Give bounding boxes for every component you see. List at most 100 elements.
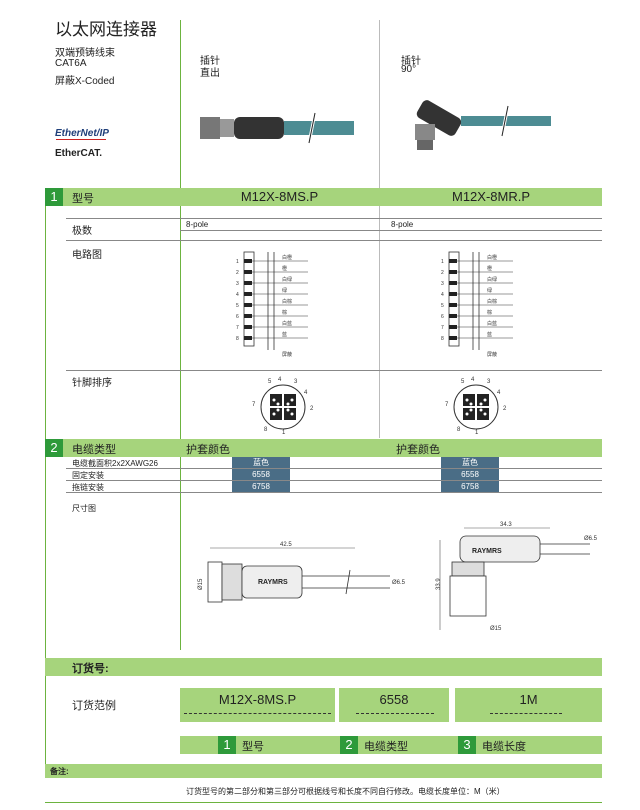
pin-mark [449, 270, 457, 274]
angled-height-dim: 33.9 [436, 578, 442, 590]
wire-label: 白棕 [282, 298, 292, 305]
col1-drag-value: 6758 [232, 481, 290, 492]
pin-number: 6 [236, 314, 239, 320]
pin-number: 7 [236, 325, 239, 331]
col1-color-value: 蓝色 [232, 457, 290, 468]
connector-body [243, 251, 255, 347]
wire-label: 蓝 [282, 331, 287, 338]
pin-mark [449, 314, 457, 318]
col2-type-1: 插针 [401, 56, 421, 67]
pinout-label: 针脚排序 [72, 378, 112, 389]
pin-mark [449, 336, 457, 340]
pin-mark [449, 281, 457, 285]
ethercat-logo: EtherCAT. [55, 148, 103, 159]
shield-label: 屏蔽 [487, 351, 497, 358]
cable-line-2 [66, 480, 602, 481]
legend-3-label: 电缆长度 [482, 741, 526, 753]
cable-row-1-label: 电缆截面积2x2XAWG26 [72, 459, 158, 468]
pin-hole [479, 408, 483, 412]
pin-mark [449, 292, 457, 296]
pin-number: 3 [236, 281, 239, 287]
col2-sheath-label: 护套颜色 [396, 444, 440, 456]
straight-connector-image [200, 112, 354, 144]
pin-label: 3 [487, 379, 491, 385]
wire-label: 棕 [487, 309, 492, 316]
pin-mark [244, 281, 252, 285]
pin-number: 8 [441, 336, 444, 342]
wire-label: 绿 [487, 287, 492, 294]
pin-hole [479, 402, 483, 406]
pin-label: 7 [445, 402, 449, 408]
pin-mark [244, 259, 252, 263]
wire-label: 白绿 [487, 276, 497, 283]
pin-number: 3 [441, 281, 444, 287]
col1-poles: 8-pole [186, 220, 209, 229]
pin-label: 7 [252, 402, 256, 408]
section1-bar [45, 188, 602, 206]
pin-hole [272, 412, 276, 416]
legend-2-label: 电缆类型 [364, 741, 408, 753]
ethernetip-underline [56, 139, 106, 140]
pin-hole [272, 398, 276, 402]
order-part2-box [339, 688, 449, 722]
section2-bar [45, 439, 602, 457]
pin-number: 1 [441, 259, 444, 265]
circuit-bottom-line [66, 370, 602, 371]
col2-type-2: 90° [401, 64, 417, 75]
wire-label: 橙 [282, 265, 287, 272]
wire-label: 白橙 [487, 254, 497, 261]
pin-mark [449, 303, 457, 307]
angled-connector-image [415, 100, 551, 150]
wire-label: 橙 [487, 265, 492, 272]
order-part3: 1M [519, 692, 538, 707]
page-title: 以太网连接器 [55, 20, 157, 39]
col2-model: M12X-8MR.P [451, 189, 531, 204]
col1-model: M12X-8MS.P [240, 189, 319, 204]
spec-line-3: 屏蔽X-Coded [55, 76, 115, 87]
pin-label: 3 [294, 379, 298, 385]
pin-label: 2 [310, 406, 314, 412]
left-rule [45, 188, 46, 768]
pin-number: 8 [236, 336, 239, 342]
angled-brand: RAYMRS [472, 548, 502, 555]
wire-label: 棕 [282, 309, 287, 316]
col2-color-value: 蓝色 [441, 457, 499, 468]
legend-3-number: 3 [458, 736, 476, 754]
legend-1-number: 1 [218, 736, 236, 754]
legend-bar [180, 736, 602, 754]
pin-label: 4 [471, 377, 475, 383]
pin-mark [244, 270, 252, 274]
straight-cable-dim: Ø6.5 [392, 580, 406, 586]
cable-line-3 [66, 492, 602, 493]
wire-label: 白绿 [282, 276, 292, 283]
pin-hole [290, 412, 294, 416]
pin-hole [465, 412, 469, 416]
pin-label: 4 [304, 390, 308, 396]
pin-hole [286, 402, 290, 406]
order-bar [45, 658, 602, 676]
col2-fixed-value: 6558 [441, 469, 499, 480]
pin-hole [469, 402, 473, 406]
angled-cable-dim: Ø6.5 [584, 536, 598, 542]
angled-dia-dim: Ø15 [490, 626, 502, 632]
col1-fixed-value: 6558 [232, 469, 290, 480]
pin-mark [244, 325, 252, 329]
pin-mark [244, 303, 252, 307]
pin-number: 4 [236, 292, 239, 298]
bottom-rule [45, 802, 602, 803]
col1-sheath-label: 护套颜色 [186, 444, 230, 456]
pin-number: 4 [441, 292, 444, 298]
pin-label: 5 [268, 379, 272, 385]
poles-bottom-line [66, 240, 602, 241]
pin-label: 1 [475, 430, 479, 436]
col1-type-2: 直出 [200, 68, 220, 79]
section1-number: 1 [45, 188, 63, 206]
order-part1-dash [184, 713, 331, 715]
pin-mark [244, 292, 252, 296]
poles-label: 极数 [72, 226, 92, 237]
order-part2: 6558 [379, 692, 409, 707]
straight-dia-dim: Ø15 [198, 578, 204, 590]
